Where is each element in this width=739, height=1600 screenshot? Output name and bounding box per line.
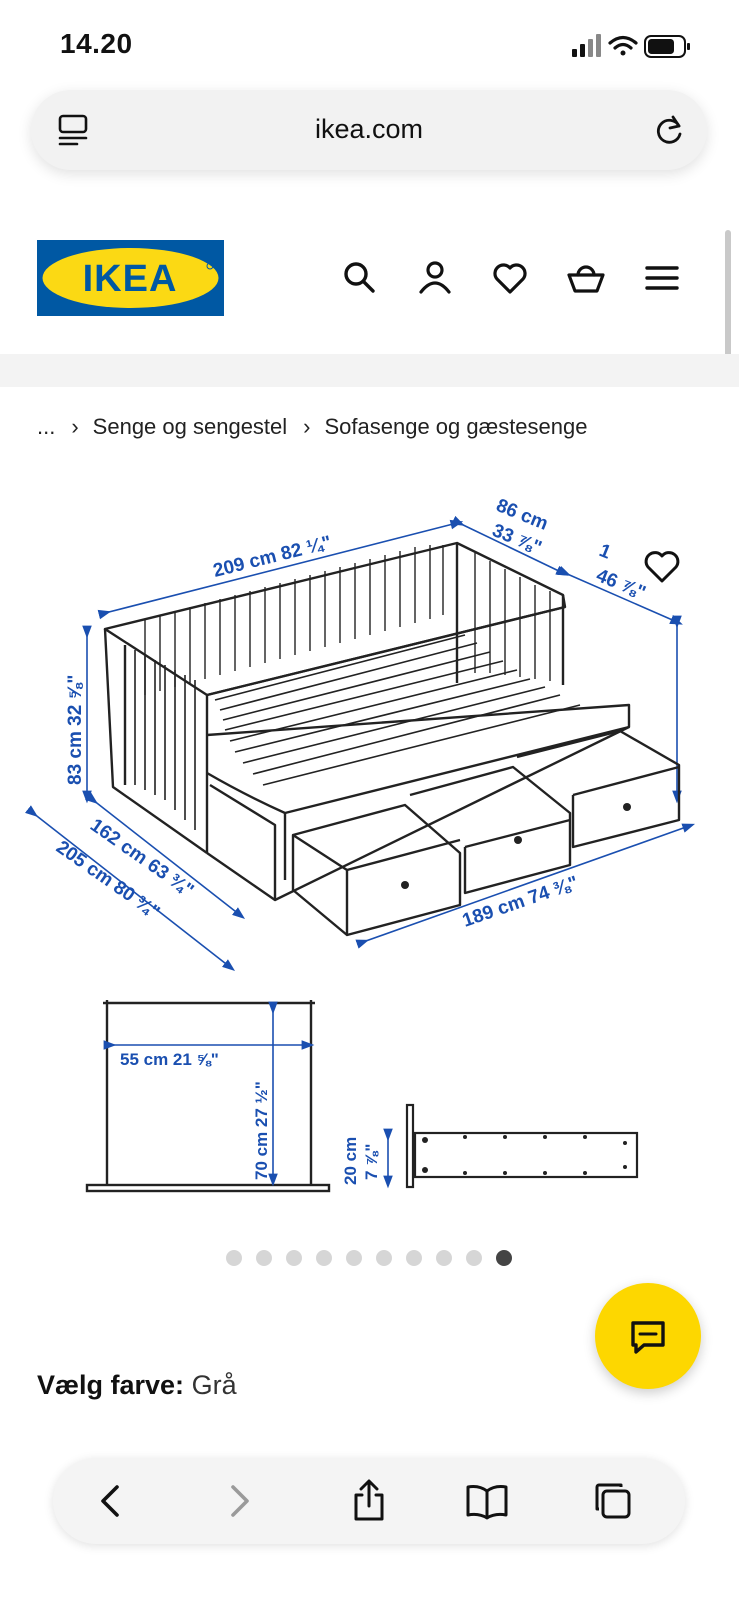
product-image[interactable]: 209 cm 82 ¼" 86 cm 33 ⅞" 1 46 ⅞" 83 cm 3… — [25, 495, 715, 1235]
status-icons — [572, 34, 690, 58]
account-icon[interactable] — [415, 258, 455, 298]
dim-side: 1 — [596, 540, 614, 564]
heart-icon[interactable] — [490, 258, 530, 298]
basket-icon[interactable] — [566, 258, 606, 298]
dim-drawer-height-in: 7 ⅞" — [362, 1144, 381, 1180]
carousel-dot[interactable] — [406, 1250, 422, 1266]
carousel-dot[interactable] — [466, 1250, 482, 1266]
back-icon[interactable] — [89, 1479, 133, 1523]
carousel-dot[interactable] — [316, 1250, 332, 1266]
carousel-dot[interactable] — [256, 1250, 272, 1266]
drawer-screws — [422, 1135, 627, 1175]
url-text[interactable]: ikea.com — [314, 114, 424, 144]
share-icon[interactable] — [347, 1479, 391, 1523]
drawer-front-view — [85, 1000, 331, 1193]
chat-button[interactable] — [595, 1283, 701, 1389]
favorite-button[interactable] — [640, 545, 684, 589]
breadcrumb-item[interactable]: Senge og sengestel — [92, 414, 288, 440]
wifi-icon — [608, 35, 638, 56]
dim-drawer-depth: 70 cm 27 ½" — [252, 1081, 271, 1180]
carousel-dot[interactable] — [376, 1250, 392, 1266]
chevron-right-icon: › — [71, 414, 79, 440]
address-bar[interactable]: ikea.com — [31, 90, 707, 170]
heart-icon — [644, 551, 680, 583]
bed-slats — [134, 634, 581, 830]
scrollbar — [725, 230, 731, 365]
search-icon[interactable] — [340, 258, 380, 298]
tabs-overview-icon[interactable] — [591, 1479, 635, 1523]
logo-text: IKEA — [83, 258, 178, 300]
drawer-knobs — [401, 803, 631, 889]
chevron-right-icon: › — [303, 414, 311, 440]
dim-length: 209 cm 82 ¼" — [211, 532, 333, 582]
tabs-icon[interactable] — [57, 112, 91, 148]
ikea-logo[interactable]: IKEA — [37, 240, 224, 316]
chat-icon — [631, 1321, 665, 1354]
status-time: 14.20 — [60, 28, 133, 59]
back-panel-slats — [144, 545, 551, 695]
reload-icon[interactable] — [651, 112, 687, 148]
bookmarks-icon[interactable] — [465, 1479, 509, 1523]
drawer-dimension-lines — [103, 1001, 393, 1189]
breadcrumb: ... › Senge og sengestel › Sofasenge og gæst… — [37, 413, 587, 440]
dim-inner-length: 189 cm 74 ⅜" — [460, 872, 581, 931]
header-divider-strip — [0, 354, 739, 387]
color-selection[interactable]: Vælg farve: Grå — [37, 1370, 237, 1401]
color-label: Vælg farve: — [37, 1370, 185, 1400]
carousel-dot[interactable] — [436, 1250, 452, 1266]
carousel-dot[interactable] — [496, 1250, 512, 1266]
signal-icon — [572, 34, 601, 57]
color-value: Grå — [191, 1370, 237, 1400]
carousel-dot[interactable] — [226, 1250, 242, 1266]
carousel-dot[interactable] — [346, 1250, 362, 1266]
breadcrumb-item[interactable]: Sofasenge og gæstesenge — [324, 414, 588, 440]
breadcrumb-ellipsis[interactable]: ... — [37, 414, 56, 440]
carousel-dot[interactable] — [286, 1250, 302, 1266]
forward-icon[interactable] — [217, 1479, 261, 1523]
drawer-side-view — [405, 1103, 639, 1189]
browser-toolbar — [53, 1458, 685, 1544]
daybed-drawing — [103, 541, 681, 937]
menu-icon[interactable] — [642, 258, 682, 298]
dim-drawer-height: 20 cm — [341, 1137, 360, 1185]
dim-drawer-width: 55 cm 21 ⅝" — [120, 1050, 219, 1069]
dim-height: 83 cm 32 ⅝" — [65, 675, 86, 785]
battery-icon — [644, 35, 690, 58]
